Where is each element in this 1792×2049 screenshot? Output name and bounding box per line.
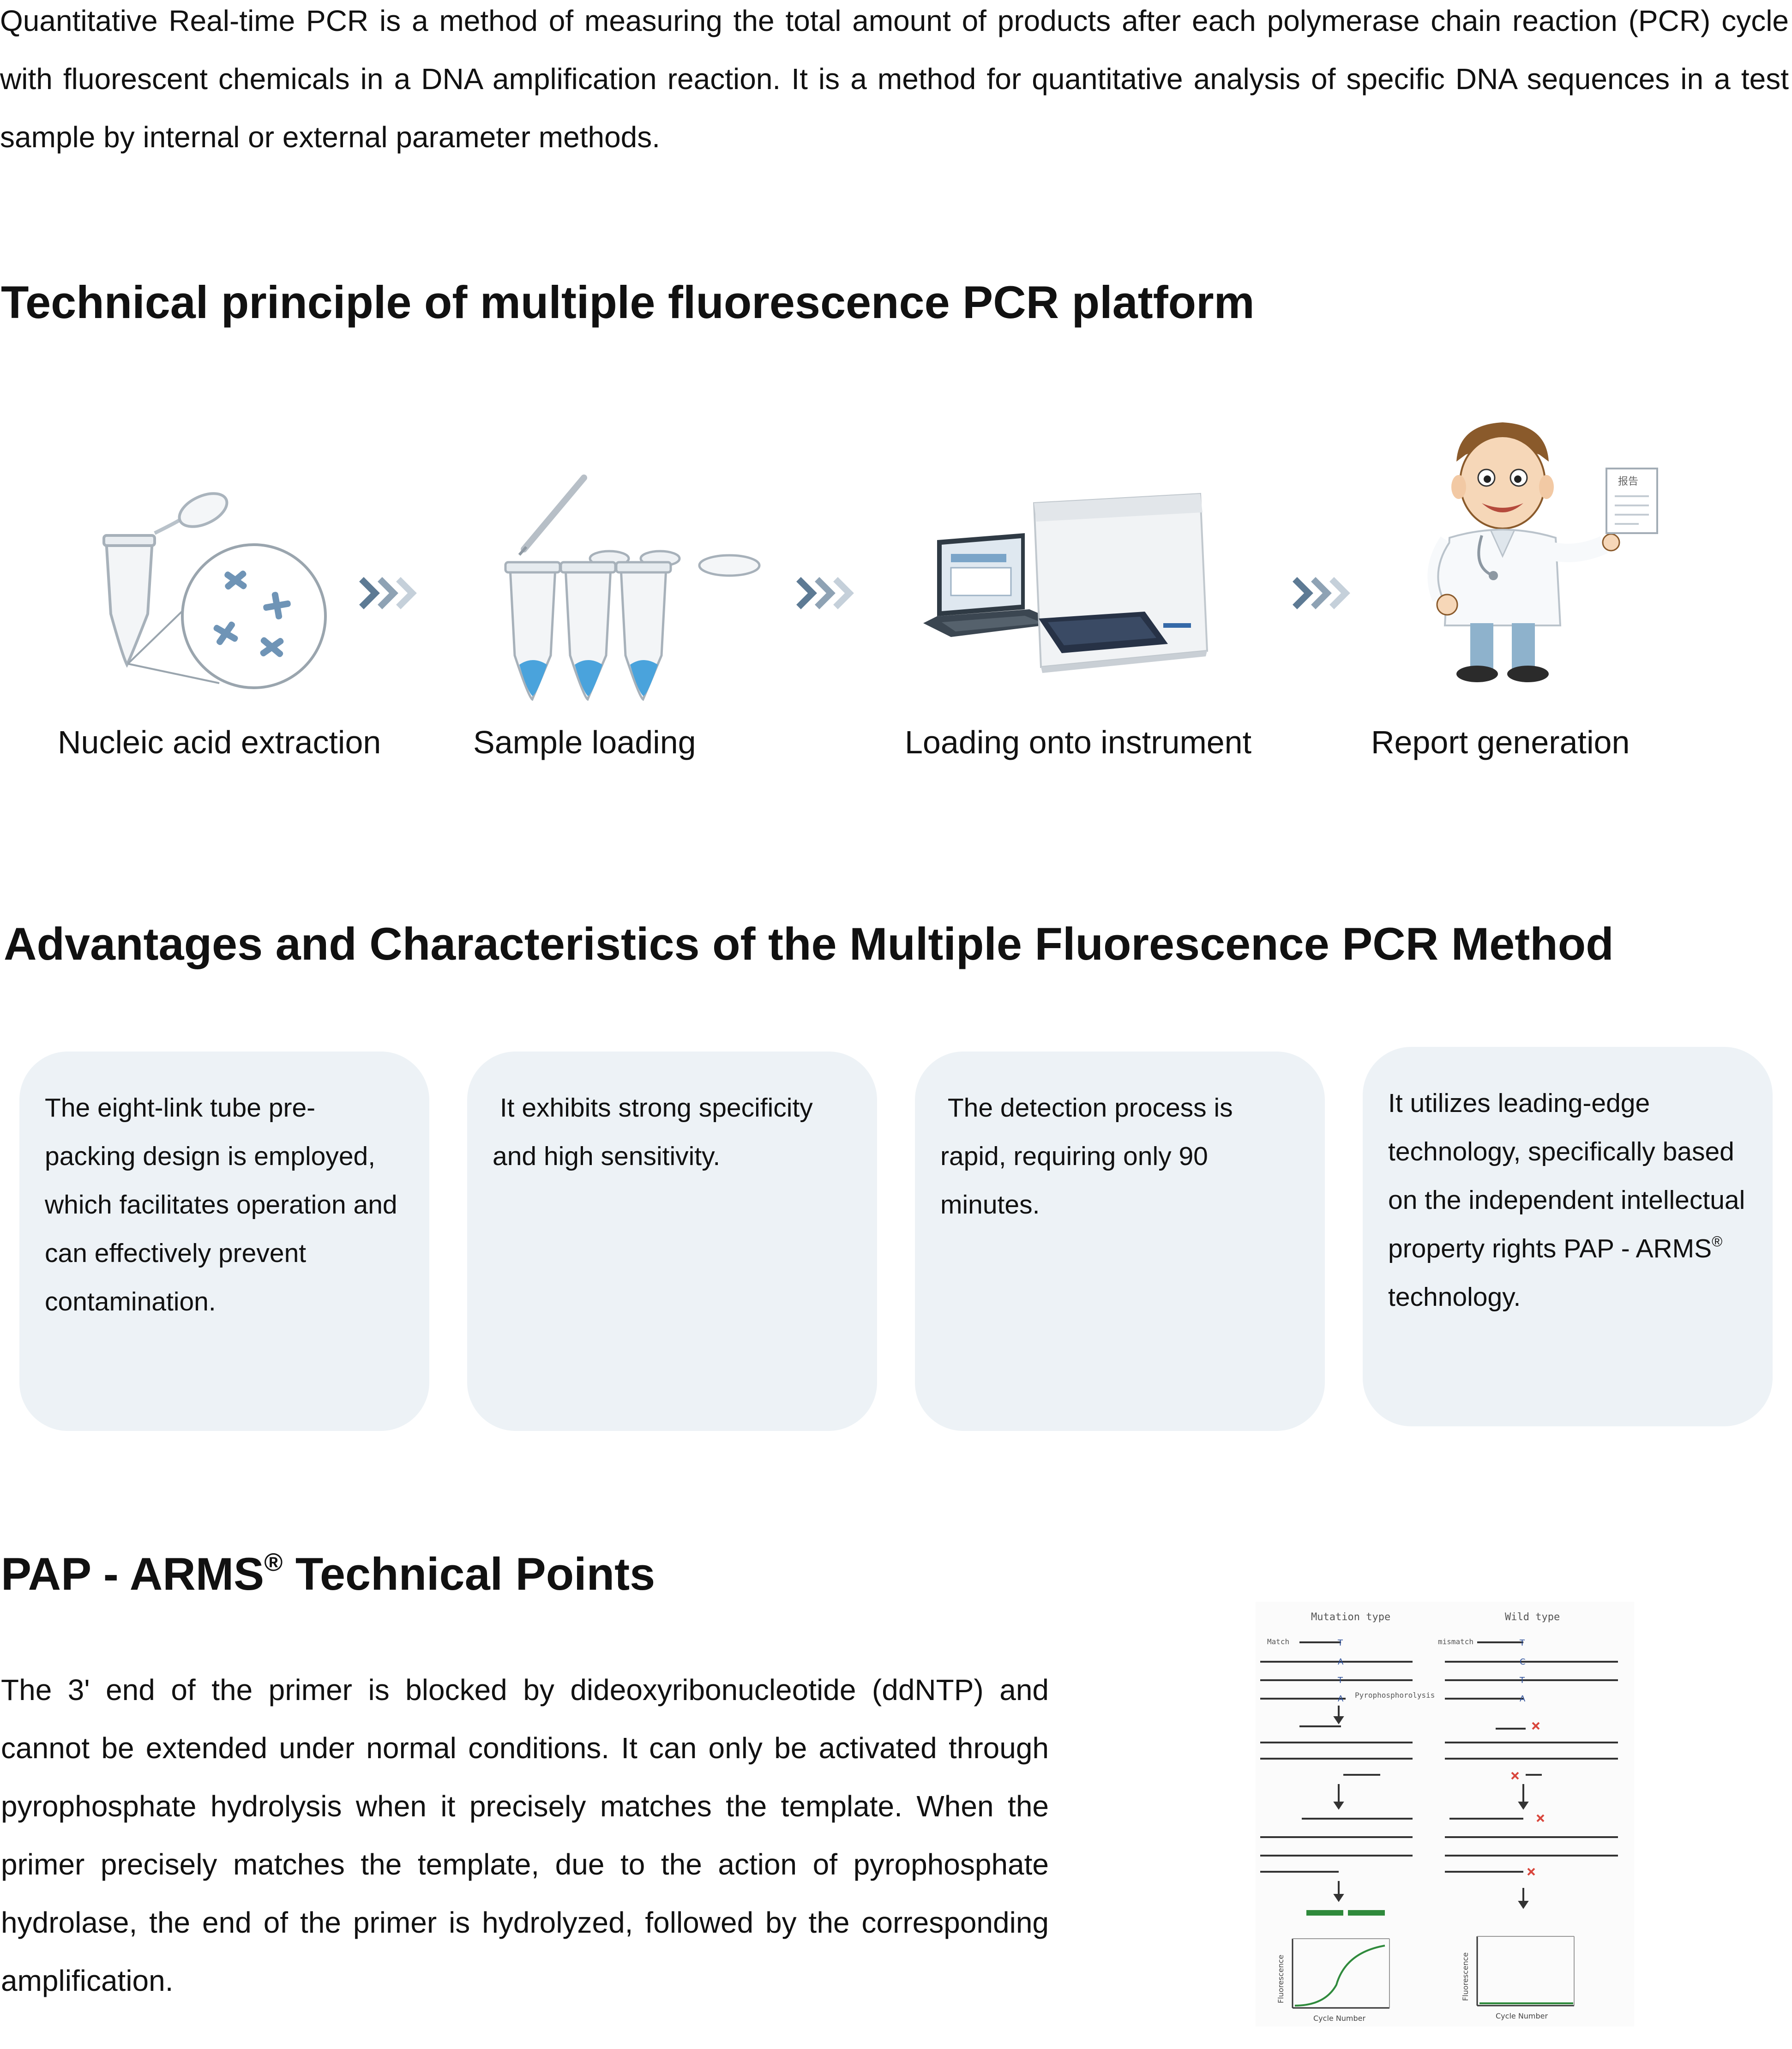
pap-arms-heading: PAP - ARMS® Technical Points xyxy=(1,1548,655,1599)
pap-arms-text: The 3' end of the primer is blocked by d… xyxy=(1,1673,1049,1997)
advantage-card-text: The eight-link tube pre-packing design i… xyxy=(45,1093,397,1316)
intro-text: Quantitative Real-time PCR is a method o… xyxy=(0,4,1789,154)
registered-mark: ® xyxy=(264,1548,283,1577)
svg-text:T: T xyxy=(1519,1676,1525,1685)
step-label-extraction: Nucleic acid extraction xyxy=(58,724,381,760)
step-label-instrument: Loading onto instrument xyxy=(905,724,1252,760)
advantage-card-text: It utilizes leading-edge technology, spe… xyxy=(1388,1088,1745,1312)
svg-text:T: T xyxy=(1337,1676,1343,1685)
x-axis-label: Cycle Number xyxy=(1496,2012,1548,2020)
y-axis-label: Fluorescence xyxy=(1461,1953,1470,2001)
pap-arms-diagram: Mutation type Wild type Match mismatch P… xyxy=(1256,1602,1634,2026)
y-axis-label: Fluorescence xyxy=(1276,1955,1285,2003)
advantage-card-2: It exhibits strong specificity and high … xyxy=(467,1052,877,1431)
svg-text:A: A xyxy=(1520,1694,1526,1704)
advantage-card-3: The detection process is rapid, requirin… xyxy=(915,1052,1325,1431)
svg-text:A: A xyxy=(1338,1657,1344,1667)
doctor-illustration: 报告 xyxy=(1427,422,1658,682)
advantages-heading: Advantages and Characteristics of the Mu… xyxy=(4,918,1614,969)
sample-loading-illustration xyxy=(504,475,761,701)
principle-heading: Technical principle of multiple fluoresc… xyxy=(1,276,1255,328)
extraction-illustration xyxy=(102,492,327,689)
svg-text:A: A xyxy=(1338,1694,1344,1704)
chevron-right-icon xyxy=(1293,577,1350,609)
pcr-instrument-illustration xyxy=(923,493,1209,673)
mutation-type-title: Mutation type xyxy=(1311,1611,1390,1623)
mismatch-label: mismatch xyxy=(1438,1637,1473,1646)
chevron-right-icon xyxy=(359,577,417,609)
match-label: Match xyxy=(1267,1637,1289,1646)
report-sheet-text: 报告 xyxy=(1618,476,1638,487)
step-label-report: Report generation xyxy=(1371,724,1630,760)
x-axis-label: Cycle Number xyxy=(1313,2014,1366,2023)
advantage-card-1: The eight-link tube pre-packing design i… xyxy=(19,1052,429,1431)
registered-mark: ® xyxy=(1712,1233,1723,1250)
svg-text:T: T xyxy=(1519,1638,1525,1648)
step-label-sample-loading: Sample loading xyxy=(473,724,696,760)
intro-paragraph: Quantitative Real-time PCR is a method o… xyxy=(0,0,1789,166)
advantage-card-text: It exhibits strong specificity and high … xyxy=(493,1093,820,1171)
wild-type-title: Wild type xyxy=(1505,1611,1560,1623)
advantage-card-4: It utilizes leading-edge technology, spe… xyxy=(1363,1047,1773,1426)
pap-arms-paragraph: The 3' end of the primer is blocked by d… xyxy=(1,1661,1049,2010)
advantage-card-text: The detection process is rapid, requirin… xyxy=(940,1093,1240,1220)
chevron-right-icon xyxy=(796,577,854,609)
svg-text:T: T xyxy=(1337,1638,1343,1648)
enzyme-label: Pyrophosphorolysis xyxy=(1355,1691,1435,1700)
svg-text:C: C xyxy=(1520,1657,1526,1667)
